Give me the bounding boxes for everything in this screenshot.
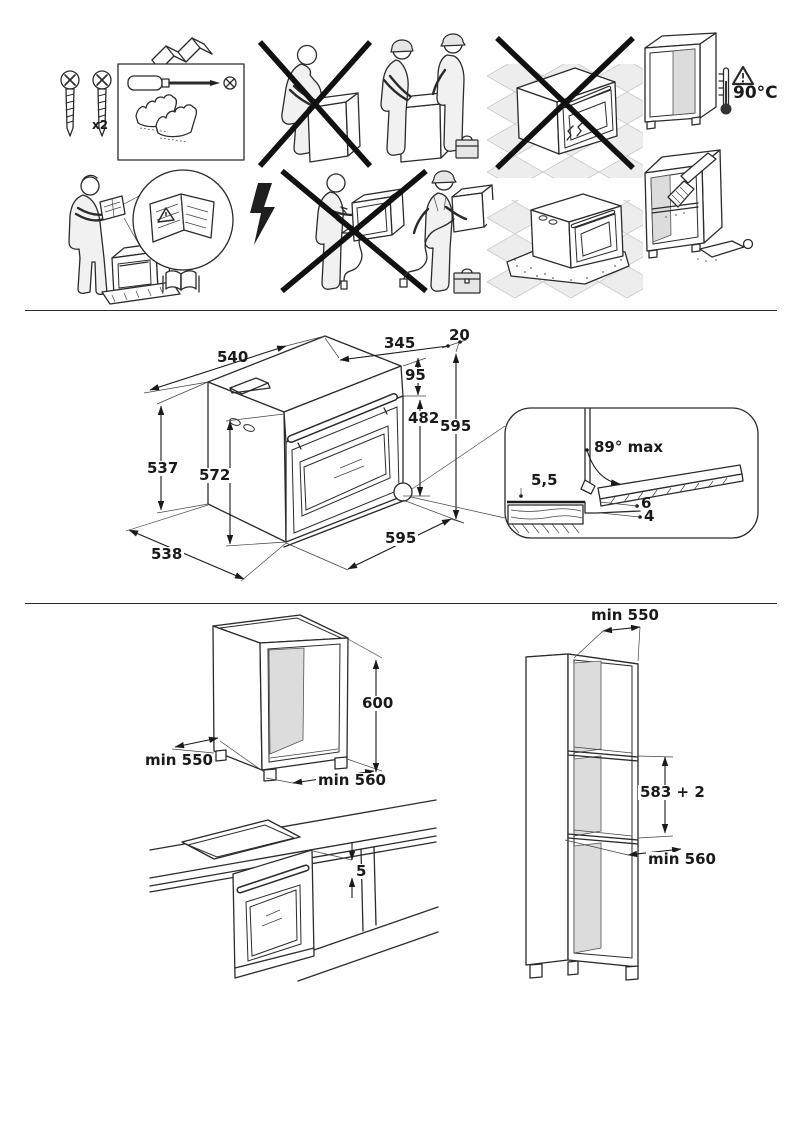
oven-small-icon bbox=[530, 193, 624, 269]
team-lift-figures bbox=[380, 33, 479, 163]
thermometer-icon bbox=[718, 67, 732, 115]
dim-label-control-panel-height: 95 bbox=[403, 366, 428, 384]
section-divider-1 bbox=[25, 310, 777, 311]
dim-body-depth bbox=[125, 504, 287, 582]
dim-label-body-height: 572 bbox=[197, 466, 233, 484]
dim-label-side-height: 537 bbox=[145, 459, 181, 477]
screws-icon bbox=[60, 70, 112, 137]
dim-overall-height bbox=[402, 342, 465, 524]
dim-label-top-depth: 345 bbox=[384, 334, 416, 352]
worktop-lines bbox=[149, 799, 437, 893]
open-manual-icon bbox=[149, 193, 215, 243]
electrician-figure bbox=[399, 170, 495, 294]
dim-body-width bbox=[143, 335, 326, 394]
dim-clearance bbox=[312, 842, 356, 898]
dim-label-door-height: 482 bbox=[406, 409, 442, 427]
worktop-cross-section bbox=[507, 504, 584, 534]
hand-brush-icon bbox=[665, 152, 717, 218]
dim-side-height bbox=[156, 381, 209, 514]
warning-triangle-icon bbox=[731, 65, 755, 86]
hinge-detail-bubble bbox=[504, 407, 759, 539]
dim-label-overall-width: 595 bbox=[383, 529, 419, 547]
cabinet-lines bbox=[297, 846, 439, 982]
tall-label-niche-height: 583 + 2 bbox=[638, 783, 707, 801]
pictogram-oven-on-base bbox=[487, 193, 643, 298]
detail-leader-lines bbox=[410, 425, 506, 519]
base-label-width: min 560 bbox=[316, 771, 388, 789]
magnifier-detail bbox=[123, 169, 234, 271]
gloves-icon bbox=[135, 94, 198, 143]
hinge-detail-marker bbox=[393, 482, 413, 502]
built-under-oven bbox=[232, 849, 315, 979]
cabinet-icon bbox=[644, 149, 723, 259]
reader-figure bbox=[68, 174, 126, 296]
pictogram-two-person-lift bbox=[257, 33, 479, 168]
lightning-bolt-icon bbox=[250, 183, 275, 245]
base-stipple bbox=[514, 259, 622, 281]
detail-label-front-gap: 5,5 bbox=[531, 471, 558, 489]
unqualified-figure bbox=[315, 173, 405, 290]
pictogram-hardware-tools bbox=[60, 37, 245, 161]
screwdriver-icon bbox=[127, 75, 237, 91]
hob-icon bbox=[181, 819, 301, 860]
dim-top-depth bbox=[324, 337, 449, 363]
booklet-icon bbox=[162, 270, 200, 293]
dustpan-icon bbox=[697, 238, 754, 262]
open-door-cross-section bbox=[580, 464, 744, 507]
base-cabinet-isometric bbox=[212, 614, 349, 782]
max-temp-label: 90°C bbox=[733, 83, 778, 103]
dim-base-depth bbox=[171, 736, 265, 773]
forbidden-cross-icon bbox=[280, 168, 428, 294]
pictogram-read-manual bbox=[68, 169, 234, 305]
tall-cabinet-diagram bbox=[525, 624, 682, 981]
pictogram-clean-cabinet bbox=[644, 149, 754, 262]
detail-label-lower-gap: 4 bbox=[644, 507, 655, 525]
section-divider-2 bbox=[25, 603, 777, 604]
oven-isometric bbox=[207, 335, 413, 548]
base-label-height: 600 bbox=[360, 694, 396, 712]
screw-count-label: x2 bbox=[92, 118, 109, 132]
dim-base-height bbox=[346, 638, 383, 773]
base-label-depth: min 550 bbox=[145, 751, 213, 769]
pictogram-cabinet-temperature bbox=[644, 32, 755, 130]
dim-label-overall-height: 595 bbox=[438, 417, 474, 435]
forbidden-cross-icon bbox=[257, 40, 373, 168]
tall-label-depth: min 550 bbox=[591, 606, 659, 624]
pictogram-electrical-connection bbox=[250, 168, 495, 294]
dim-label-body-depth: 538 bbox=[149, 545, 185, 563]
tall-label-width: min 560 bbox=[646, 850, 718, 868]
toolbox-icon bbox=[455, 135, 479, 159]
cabinet-icon bbox=[644, 32, 717, 130]
dim-label-body-width: 540 bbox=[217, 348, 249, 366]
worktop-label-clearance: 5 bbox=[354, 862, 369, 880]
dim-tall-depth bbox=[573, 624, 641, 662]
toolbox-icon bbox=[453, 268, 481, 294]
base-cabinet-diagram bbox=[171, 614, 383, 785]
forbidden-cross-icon bbox=[495, 36, 635, 170]
pictogram-no-floor-contact bbox=[487, 36, 643, 178]
detail-label-max-angle: 89° max bbox=[594, 438, 664, 456]
door-window bbox=[299, 425, 391, 517]
dim-label-rear-gap: 20 bbox=[449, 326, 470, 344]
tall-cabinet-isometric bbox=[525, 653, 639, 981]
dim-rear-gap bbox=[441, 339, 467, 349]
detail-label-upper-gap: 6 bbox=[641, 494, 652, 512]
single-lift-figure bbox=[281, 44, 361, 163]
toolkit-box-icon bbox=[117, 63, 245, 161]
worktop-clearance-diagram bbox=[149, 799, 439, 982]
